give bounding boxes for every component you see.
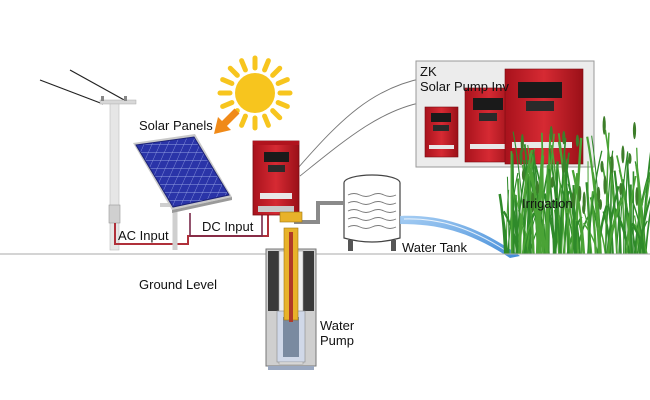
grass-blade [625, 207, 637, 255]
sunlight-arrow-icon [214, 108, 240, 134]
grass-blade [556, 164, 566, 255]
grass-seed-head [621, 145, 625, 164]
dc-input-wire [189, 213, 263, 237]
brand-label: ZK [420, 64, 437, 79]
grass-blade [571, 169, 586, 255]
grass-blade [592, 172, 602, 255]
grass-seed-head [598, 199, 603, 210]
grass-blade [557, 141, 572, 255]
inverter-large-icon [504, 68, 584, 165]
grass-blade [517, 149, 533, 255]
solar-panel-icon [133, 134, 232, 250]
water-tank-label: Water Tank [402, 240, 468, 255]
grass-blade [523, 144, 532, 255]
product-label: Solar Pump Inv [420, 79, 509, 94]
grass-seed-head [535, 181, 540, 195]
grass-blade [623, 152, 630, 255]
grass-blade [604, 129, 618, 255]
sun-ray [262, 113, 271, 128]
grass-blade [625, 175, 637, 255]
irrigation-label: Irrigation [522, 196, 573, 211]
sun-ray [239, 58, 248, 73]
grass-blade [606, 197, 624, 255]
grass-blade [583, 212, 593, 255]
grass-blade [541, 132, 545, 255]
grass-seed-head [610, 154, 614, 175]
grass-seed-head [628, 153, 632, 164]
grass-seed-head [619, 182, 623, 196]
grass-blade [618, 151, 629, 255]
grass-icon [498, 116, 650, 255]
grass-blade [586, 136, 601, 255]
grass-seed-head [603, 175, 607, 195]
grass-blade [644, 209, 650, 255]
submersible-pump-icon [265, 211, 317, 370]
utility-pole-icon [99, 96, 137, 251]
solar-panels-label: Solar Panels [139, 118, 213, 133]
ac-input-label: AC Input [118, 228, 169, 243]
grass-blade [512, 131, 527, 255]
grass-blade [554, 185, 562, 255]
sun-ray [227, 65, 240, 78]
ground-level-label: Ground Level [139, 277, 218, 292]
dc-input-label: DC Input [202, 219, 254, 234]
grass-blade [564, 163, 578, 255]
product-photo [415, 60, 595, 168]
grass-seed-head [582, 203, 586, 214]
sun-ray [270, 108, 283, 121]
grass-seed-head [562, 160, 566, 173]
sun-ray [275, 100, 290, 109]
callout-lines [297, 77, 425, 177]
grass-blade [579, 218, 583, 255]
grass-seed-head [520, 134, 524, 153]
grass-seed-head [562, 130, 566, 145]
grass-seed-head [600, 160, 604, 173]
grass-blade [585, 182, 592, 255]
sun-ray [262, 58, 271, 73]
grass-blade [587, 150, 603, 255]
water-pump-label: Water Pump [320, 318, 355, 348]
sun-ray [275, 77, 290, 86]
grass-seed-head [575, 134, 580, 147]
grass-seed-head [531, 193, 535, 213]
grass-seed-head [635, 187, 639, 206]
sun-ray [220, 100, 235, 109]
sun-ray [270, 65, 283, 78]
grass-blade [526, 177, 542, 255]
grass-seed-head [521, 169, 526, 181]
ac-input-wire [114, 215, 269, 245]
grass-blade [572, 185, 576, 255]
power-lines [39, 69, 127, 105]
grass-seed-head [571, 191, 575, 208]
grass-blade [530, 165, 543, 255]
grass-seed-head [578, 185, 582, 202]
grass-blade [502, 210, 520, 255]
grass-blade [521, 222, 533, 255]
grass-seed-head [550, 176, 554, 188]
grass-seed-head [519, 149, 523, 166]
grass-blade [545, 133, 555, 255]
sun-ray [239, 113, 248, 128]
grass-seed-head [632, 122, 637, 140]
grass-blade [506, 176, 510, 255]
grass-seed-head [597, 186, 601, 203]
water-tank-icon [343, 174, 401, 251]
grass-blade [498, 193, 507, 255]
sun-ray [220, 77, 235, 86]
grass-seed-head [549, 125, 553, 141]
grass-blade [636, 220, 648, 255]
grass-seed-head [602, 116, 606, 135]
grass-blade [545, 165, 549, 255]
inverter-small-icon [424, 106, 459, 158]
water-pipe [294, 201, 344, 224]
inverter-icon [252, 140, 300, 216]
